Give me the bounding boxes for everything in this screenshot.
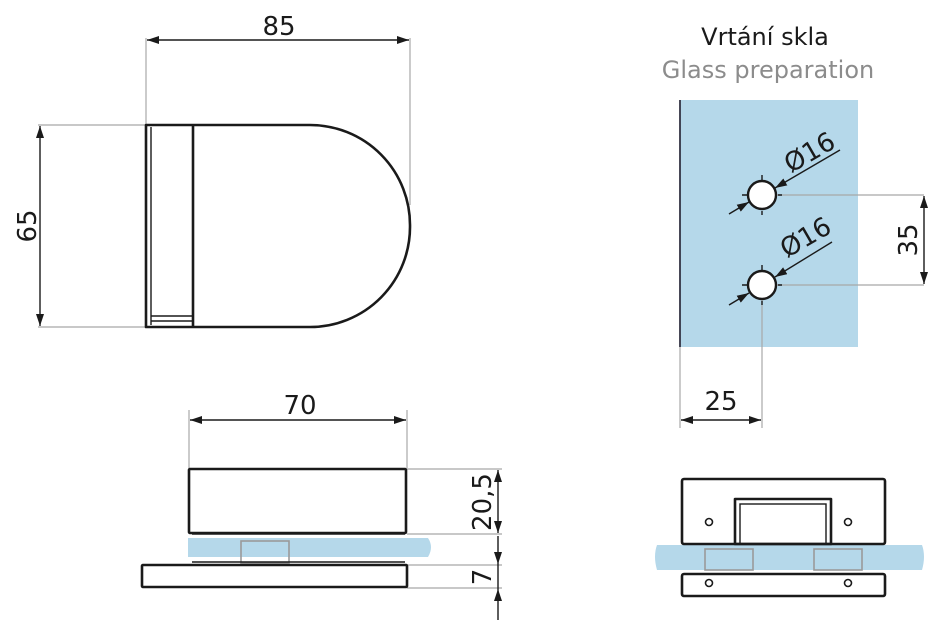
end-view-top-block — [680, 477, 887, 546]
hinge-bottom-plate — [140, 563, 409, 589]
width-dimension-70: 70 — [190, 391, 406, 424]
end-view-bottom-plate — [680, 572, 887, 598]
glass-pane-end — [655, 545, 924, 570]
dimension-label-65: 65 — [13, 209, 43, 242]
dimension-label-70: 70 — [283, 391, 316, 421]
glass-preparation-subtitle: Glass preparation — [662, 56, 874, 84]
screw-icon — [843, 517, 853, 527]
glass-preparation: Vrtání skla Glass preparation Ø16 Ø16 — [662, 23, 928, 428]
height-dimension-7: 7 — [468, 536, 502, 620]
hinge-top-body — [187, 467, 408, 535]
hinge-body-outline — [144, 123, 412, 329]
edge-distance-dimension-25: 25 — [681, 387, 761, 424]
dimension-label-35: 35 — [894, 223, 924, 256]
height-dimension-65: 65 — [13, 126, 44, 326]
glass-preparation-title: Vrtání skla — [701, 23, 829, 51]
glass-pane-side — [188, 538, 431, 557]
glass-panel — [680, 100, 858, 347]
screw-icon — [704, 578, 714, 588]
side-view: 70 20,5 7 — [140, 391, 502, 620]
hole-spacing-dimension-35: 35 — [894, 196, 928, 284]
screw-icon — [843, 578, 853, 588]
front-view: 85 65 — [13, 12, 412, 329]
screw-icon — [704, 517, 714, 527]
dimension-label-20-5: 20,5 — [468, 473, 498, 531]
dimension-label-25: 25 — [704, 387, 737, 417]
dimension-label-7: 7 — [468, 569, 498, 586]
height-dimension-20-5: 20,5 — [468, 470, 502, 533]
end-view — [655, 477, 924, 598]
width-dimension-85: 85 — [147, 12, 409, 44]
dimension-label-85: 85 — [262, 12, 295, 42]
